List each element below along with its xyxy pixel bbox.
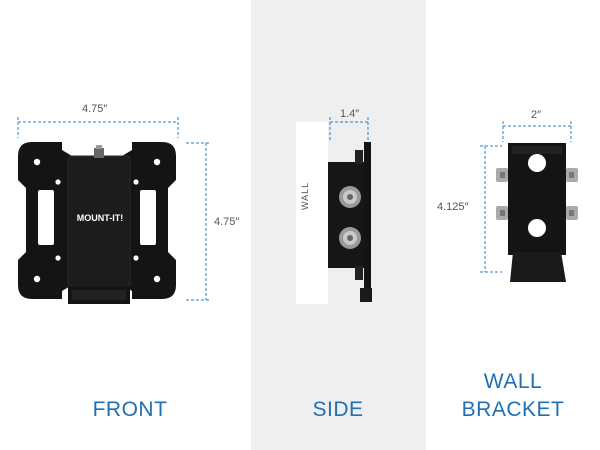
- front-height-dimension-line: [186, 142, 210, 301]
- side-bolt-lower: [339, 227, 361, 249]
- front-width-dimension: 4.75″: [82, 103, 108, 115]
- wall-label: WALL: [300, 181, 310, 210]
- front-label: FRONT: [92, 398, 168, 421]
- bracket-width-dimension: 2″: [531, 109, 542, 121]
- bracket-height-dimension: 4.125″: [437, 201, 469, 213]
- side-label: SIDE: [312, 398, 364, 421]
- wall-bracket-label-line2: BRACKET: [461, 398, 565, 421]
- wall-block: [296, 122, 328, 304]
- side-depth-dimension-line: [329, 117, 369, 140]
- wall-bracket-label-line1: WALL: [483, 370, 543, 393]
- wall-bracket-drawing: [480, 121, 578, 282]
- bracket-height-dimension-line: [480, 145, 502, 273]
- side-depth-dimension: 1.4″: [340, 108, 360, 120]
- brand-logo-text: MOUNT-IT!: [76, 213, 124, 223]
- front-width-dimension-line: [17, 117, 179, 138]
- bracket-width-dimension-line: [502, 121, 572, 142]
- side-view-drawing: [296, 117, 372, 304]
- front-height-dimension: 4.75″: [214, 216, 240, 228]
- front-view-drawing: [17, 117, 210, 304]
- side-bolt-upper: [339, 186, 361, 208]
